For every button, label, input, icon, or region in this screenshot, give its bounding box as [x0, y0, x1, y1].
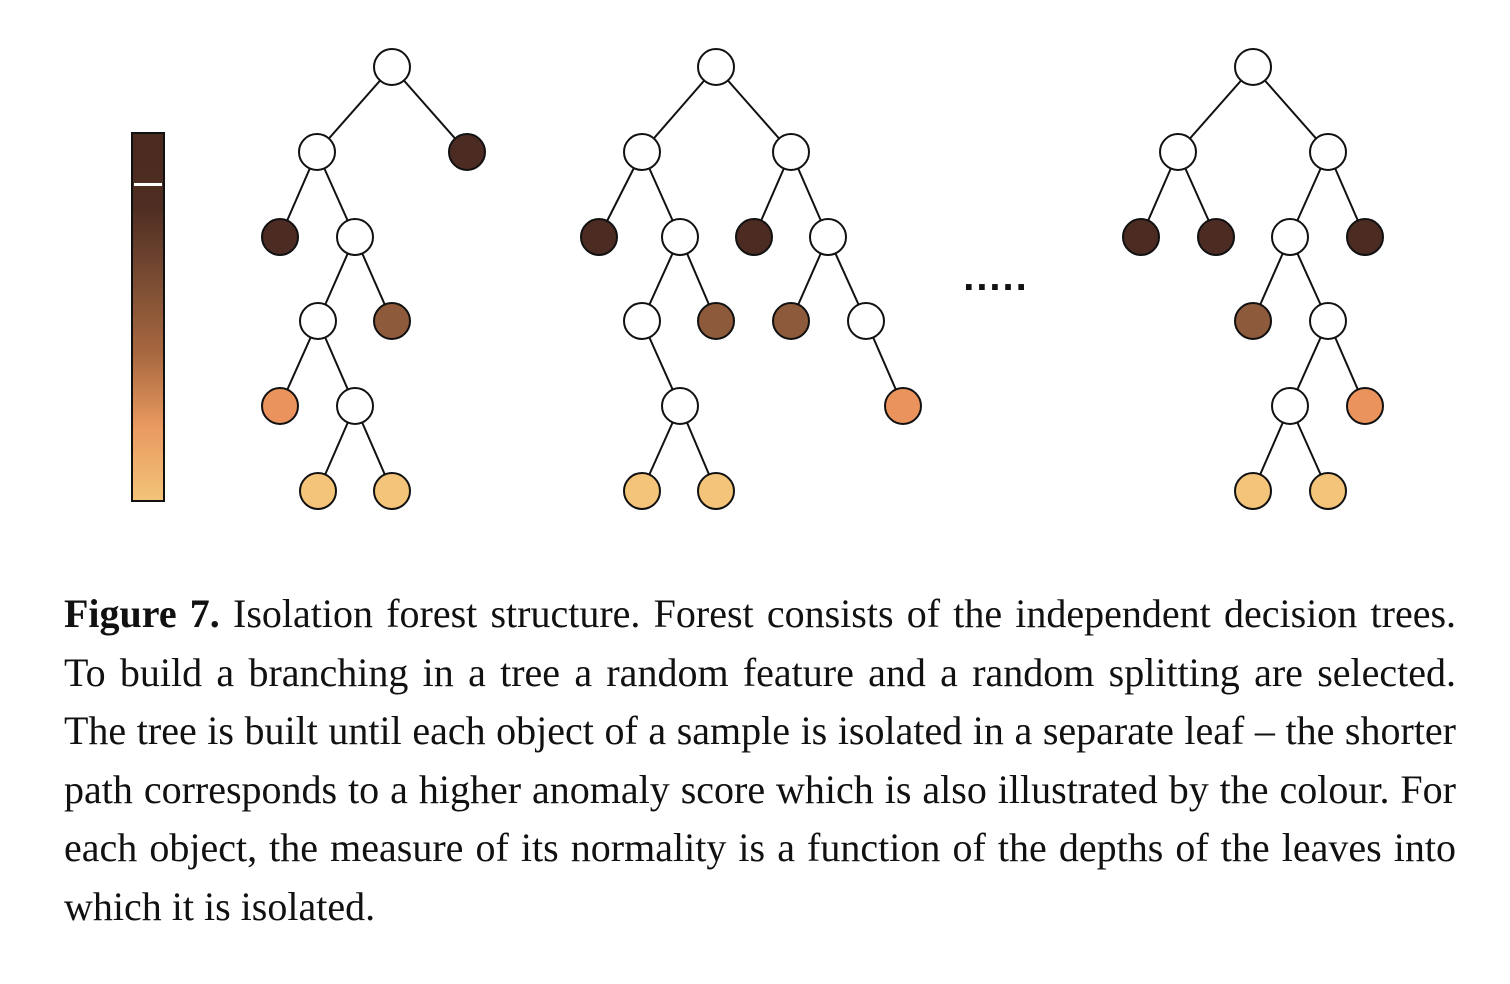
- leaf-node: [261, 387, 299, 425]
- leaf-node: [1197, 218, 1235, 256]
- leaf-node: [1346, 218, 1384, 256]
- caption-text: Isolation forest structure. Forest consi…: [64, 591, 1457, 929]
- internal-node: [847, 302, 885, 340]
- leaf-node: [373, 302, 411, 340]
- trees: [261, 48, 1384, 510]
- leaf-node: [735, 218, 773, 256]
- leaf-node: [1346, 387, 1384, 425]
- leaf-node: [697, 472, 735, 510]
- internal-node: [336, 387, 374, 425]
- internal-node: [623, 302, 661, 340]
- leaf-node: [623, 472, 661, 510]
- internal-node: [661, 218, 699, 256]
- leaf-node: [261, 218, 299, 256]
- leaf-node: [1234, 472, 1272, 510]
- leaf-node: [448, 133, 486, 171]
- figure-caption: Figure 7. Isolation forest structure. Fo…: [64, 585, 1456, 936]
- caption-label: Figure 7.: [64, 591, 220, 636]
- internal-node: [1234, 48, 1272, 86]
- leaf-node: [1234, 302, 1272, 340]
- leaf-node: [1122, 218, 1160, 256]
- color-scale-rect: [131, 132, 165, 502]
- internal-node: [1271, 218, 1309, 256]
- internal-node: [373, 48, 411, 86]
- leaf-node: [580, 218, 618, 256]
- tree-2: [580, 48, 922, 510]
- leaf-node: [1309, 472, 1347, 510]
- internal-node: [1159, 133, 1197, 171]
- internal-node: [661, 387, 699, 425]
- internal-node: [1309, 302, 1347, 340]
- internal-node: [298, 133, 336, 171]
- internal-node: [336, 218, 374, 256]
- internal-node: [697, 48, 735, 86]
- tree-3: [1122, 48, 1384, 510]
- internal-node: [772, 133, 810, 171]
- color-scale-bar: [131, 132, 165, 502]
- leaf-node: [697, 302, 735, 340]
- leaf-node: [772, 302, 810, 340]
- leaf-node: [884, 387, 922, 425]
- internal-node: [1271, 387, 1309, 425]
- tree-1: [261, 48, 486, 510]
- internal-node: [1309, 133, 1347, 171]
- leaf-node: [299, 472, 337, 510]
- isolation-forest-figure: .....: [131, 48, 1384, 510]
- internal-node: [809, 218, 847, 256]
- leaf-node: [373, 472, 411, 510]
- internal-node: [299, 302, 337, 340]
- ellipsis: .....: [963, 255, 1029, 299]
- internal-node: [623, 133, 661, 171]
